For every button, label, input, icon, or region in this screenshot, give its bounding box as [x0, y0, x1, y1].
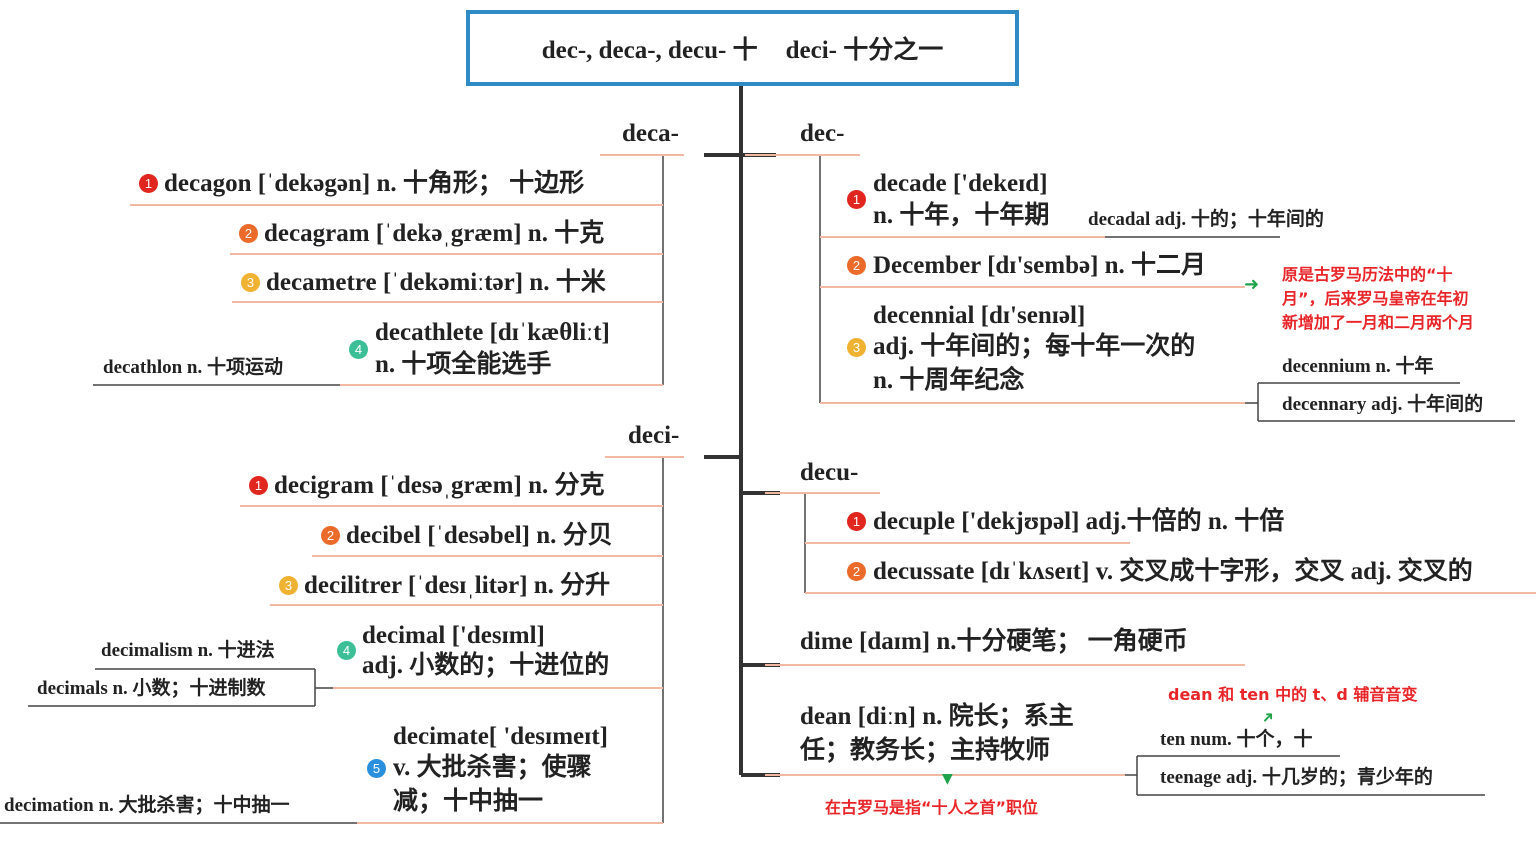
number-badge-3: 3: [847, 338, 866, 357]
derived-decennary: decennary adj. 十年间的: [1282, 394, 1484, 415]
number-badge-3: 3: [241, 273, 260, 292]
word-decimate: decimate[ 'desɪmeɪt]: [393, 723, 608, 750]
number-badge-2: 2: [321, 526, 340, 545]
word-decigram: decigram [ˈdesəˌgræm] n. 分克: [274, 472, 605, 499]
branch-label-decu: decu-: [800, 459, 859, 486]
word-decametre: decametre [ˈdekəmiːtər] n. 十米: [266, 269, 606, 296]
word-decimate-meaning-2: 减；十中抽一: [393, 788, 544, 815]
root-node: dec-, deca-, decu- 十 deci- 十分之一: [466, 10, 1019, 86]
word-decimate-meaning-1: v. 大批杀害；使骤: [393, 754, 592, 781]
word-decade-meaning: n. 十年，十年期: [873, 202, 1050, 229]
note-dean-history: 在古罗马是指“十人之首”职位: [825, 798, 1039, 817]
root-title-part1: dec-, deca-, decu- 十: [541, 37, 758, 64]
branch-label-deca: deca-: [622, 120, 679, 147]
number-badge-2: 2: [847, 562, 866, 581]
derived-decimals: decimals n. 小数；十进制数: [37, 678, 266, 699]
branch-label-deci: deci-: [628, 422, 680, 449]
number-badge-5: 5: [367, 759, 386, 778]
number-badge-1: 1: [249, 476, 268, 495]
word-dean: dean [diːn] n. 院长；系主: [800, 703, 1074, 730]
word-decussate: decussate [dɪˈkʌseɪt] v. 交叉成十字形，交叉 adj. …: [873, 558, 1473, 585]
number-badge-2: 2: [239, 224, 258, 243]
word-decennial-meaning-adj: adj. 十年间的；每十年一次的: [873, 333, 1196, 360]
word-decathlete-meaning: n. 十项全能选手: [375, 351, 552, 378]
word-dean-meaning: 任；教务长；主持牧师: [800, 737, 1051, 764]
note-line: 新增加了一月和二月两个月: [1282, 313, 1475, 332]
derived-teenage: teenage adj. 十几岁的；青少年的: [1160, 767, 1433, 788]
word-decennial: decennial [dɪ'senɪəl]: [873, 302, 1086, 329]
derived-decennium: decennium n. 十年: [1282, 356, 1434, 377]
number-badge-4: 4: [337, 641, 356, 660]
word-decathlete: decathlete [dɪˈkæθliːt]: [375, 319, 610, 346]
word-december: December [dɪ'sembə] n. 十二月: [873, 252, 1207, 279]
note-line: 原是古罗马历法中的“十: [1282, 265, 1453, 284]
note-december: 原是古罗马历法中的“十 月”，后来罗马皇帝在年初 新增加了一月和二月两个月: [1282, 263, 1474, 335]
note-line: 月”，后来罗马皇帝在年初: [1282, 289, 1469, 308]
number-badge-1: 1: [139, 174, 158, 193]
derived-decimalism: decimalism n. 十进法: [101, 640, 275, 661]
word-decade: decade ['dekeɪd]: [873, 170, 1048, 197]
number-badge-1: 1: [847, 190, 866, 209]
root-title-part2: deci- 十分之一: [785, 37, 944, 64]
derived-ten: ten num. 十个，十: [1160, 729, 1313, 750]
note-dean-ten: dean 和 ten 中的 t、d 辅音音变: [1168, 685, 1418, 704]
number-badge-1: 1: [847, 512, 866, 531]
derived-decimation: decimation n. 大批杀害；十中抽一: [4, 795, 290, 816]
number-badge-2: 2: [847, 256, 866, 275]
word-decagon: decagon [ˈdekəgən] n. 十角形； 十边形: [164, 170, 585, 197]
word-decimal-meaning: adj. 小数的；十进位的: [362, 652, 610, 679]
number-badge-3: 3: [279, 576, 298, 595]
derived-decadal: decadal adj. 十的；十年间的: [1088, 209, 1324, 230]
arrow-down-icon: ▼: [942, 771, 953, 787]
word-decimal: decimal ['desɪml]: [362, 622, 545, 649]
arrow-right-icon: ➜: [1244, 274, 1260, 295]
word-decilitrer: decilitrer [ˈdesɪˌlitər] n. 分升: [304, 572, 611, 599]
word-decuple: decuple ['dekjʊpəl] adj.十倍的 n. 十倍: [873, 508, 1285, 535]
word-dime: dime [daɪm] n.十分硬笔； 一角硬币: [800, 628, 1188, 655]
word-decagram: decagram [ˈdekəˌgræm] n. 十克: [264, 220, 605, 247]
word-decibel: decibel [ˈdesəbel] n. 分贝: [346, 522, 613, 549]
number-badge-4: 4: [349, 340, 368, 359]
word-decennial-meaning-n: n. 十周年纪念: [873, 367, 1025, 394]
derived-decathlon: decathlon n. 十项运动: [103, 357, 283, 378]
branch-label-dec: dec-: [800, 120, 845, 147]
